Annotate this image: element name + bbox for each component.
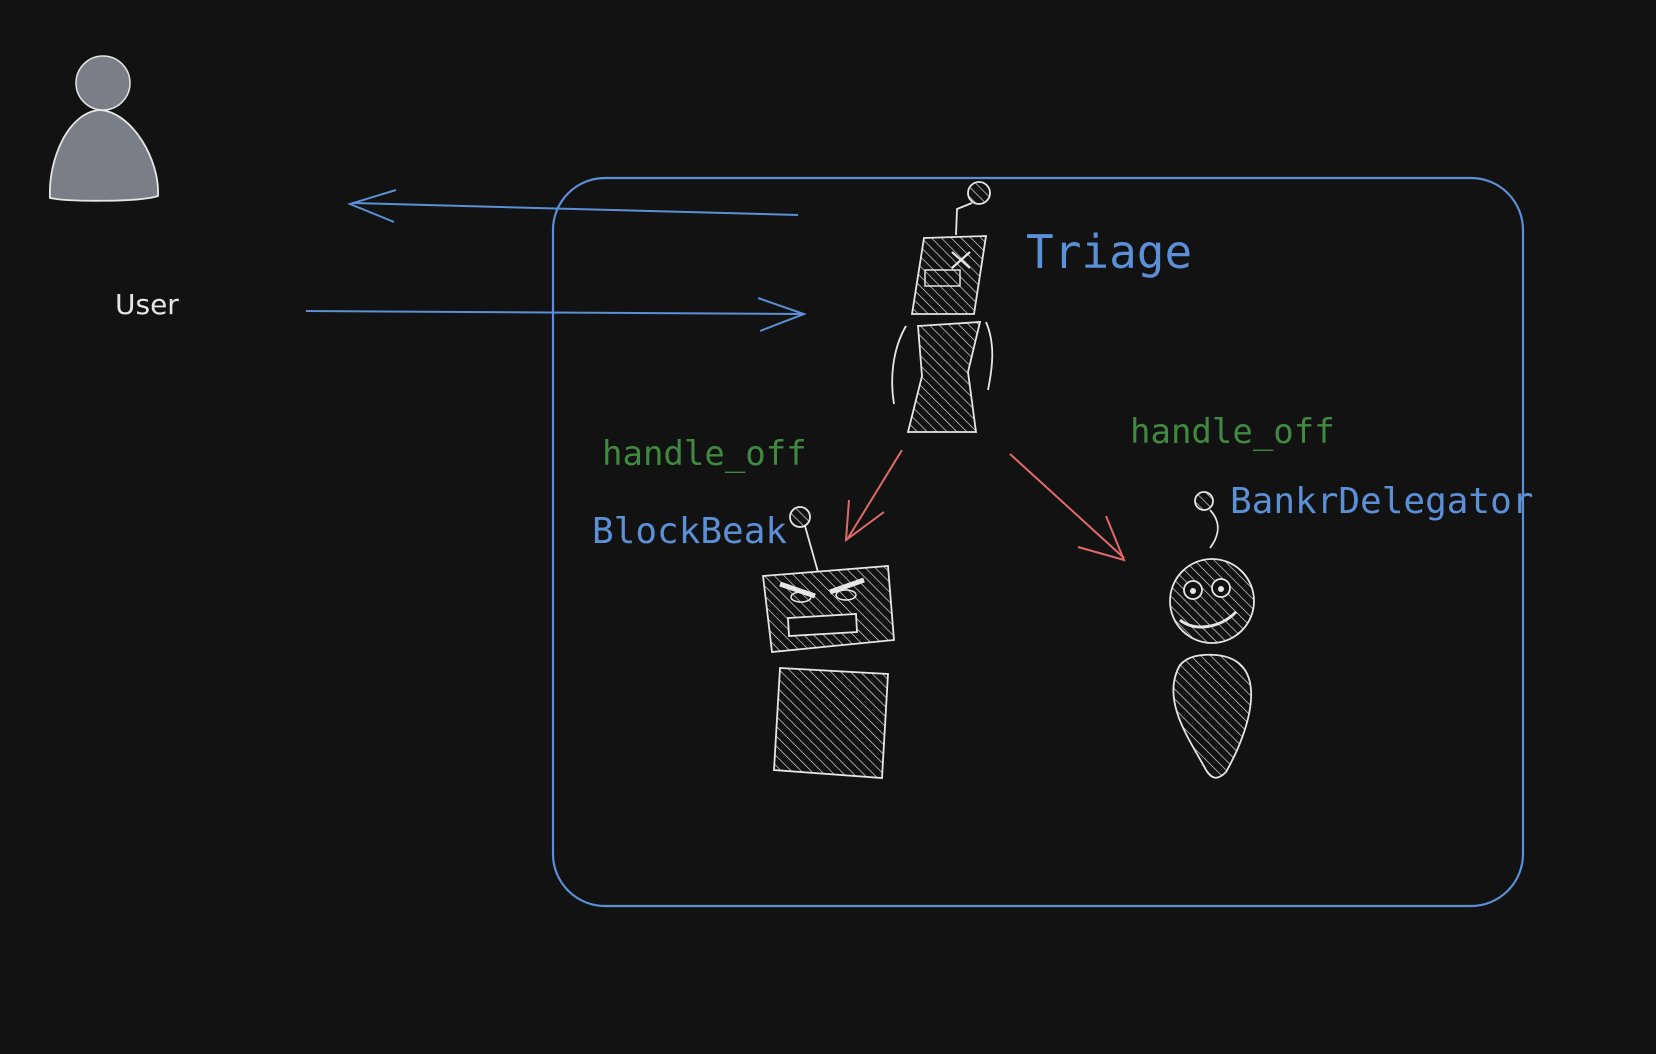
handoff-label-right: handle_off: [1130, 412, 1335, 452]
agent-group-container[interactable]: [551, 176, 1525, 908]
robot-blockbeak-icon[interactable]: [761, 506, 895, 779]
handoff-arrow-blockbeak[interactable]: [844, 449, 903, 543]
request-arrow[interactable]: [305, 297, 807, 332]
response-arrow[interactable]: [347, 189, 799, 223]
user-icon[interactable]: [49, 55, 159, 202]
handoff-arrow-bankr[interactable]: [1009, 453, 1126, 562]
blockbeak-label: BlockBeak: [592, 511, 787, 552]
bankr-label: BankrDelegator: [1230, 481, 1533, 522]
handoff-label-left: handle_off: [602, 434, 807, 474]
triage-label: Triage: [1026, 225, 1192, 279]
robot-bankr-icon[interactable]: [1169, 491, 1255, 779]
user-label: User: [115, 288, 179, 321]
robot-triage-icon[interactable]: [891, 181, 994, 433]
